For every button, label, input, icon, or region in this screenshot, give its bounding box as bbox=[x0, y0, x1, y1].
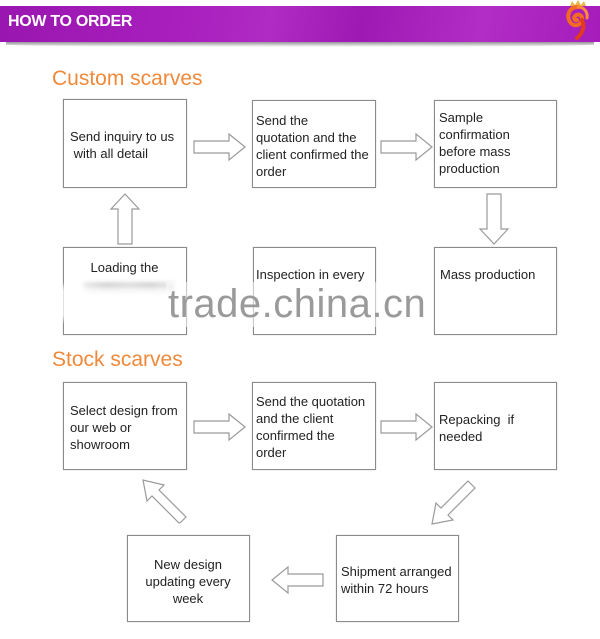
arrow-right-icon bbox=[380, 412, 434, 442]
stock-step-1: Select design from our web or showroom bbox=[63, 382, 187, 470]
step-text: Send the quotation and the client confir… bbox=[256, 394, 366, 460]
watermark: trade.china.cn bbox=[166, 282, 429, 327]
header-shadow bbox=[6, 42, 594, 47]
arrow-right-icon bbox=[380, 132, 434, 162]
section-title-stock: Stock scarves bbox=[52, 348, 183, 371]
step-text: Mass production bbox=[440, 267, 536, 282]
stock-step-2: Send the quotation and the client confir… bbox=[252, 382, 376, 470]
arrow-right-icon bbox=[193, 132, 247, 162]
step-text: Repacking if needed bbox=[439, 412, 515, 444]
arrow-right-icon bbox=[193, 412, 247, 442]
brand-logo-icon bbox=[561, 0, 595, 40]
step-text: Inspection in every bbox=[256, 267, 365, 282]
arrow-left-icon bbox=[270, 565, 324, 595]
step-text: Loading the bbox=[90, 260, 159, 275]
step-text: Send inquiry to us with all detail bbox=[70, 129, 175, 161]
custom-step-1: Send inquiry to us with all detail bbox=[63, 99, 187, 188]
custom-step-4: Mass production bbox=[434, 247, 557, 335]
section-title-custom: Custom scarves bbox=[52, 67, 203, 90]
custom-step-3: Sample confirmation before mass producti… bbox=[434, 100, 557, 188]
arrow-up-left-icon bbox=[141, 479, 189, 525]
step-text: New design updating every week bbox=[145, 557, 231, 606]
step-text: Send the quotation and the client confir… bbox=[256, 113, 369, 179]
stock-step-3: Repacking if needed bbox=[434, 382, 557, 470]
watermark-blur bbox=[60, 286, 170, 320]
page-title: HOW TO ORDER bbox=[8, 13, 133, 30]
arrow-up-icon bbox=[109, 193, 141, 245]
custom-step-2: Send the quotation and the client confir… bbox=[252, 100, 376, 188]
step-text: Sample confirmation before mass producti… bbox=[439, 110, 511, 176]
header-banner bbox=[0, 6, 600, 42]
step-text: Shipment arranged within 72 hours bbox=[341, 564, 452, 596]
stock-step-4: Shipment arranged within 72 hours bbox=[336, 535, 459, 622]
arrow-down-icon bbox=[478, 193, 510, 245]
step-text: Select design from our web or showroom bbox=[70, 403, 178, 452]
stock-step-5: New design updating every week bbox=[127, 535, 250, 622]
arrow-down-left-icon bbox=[428, 480, 476, 526]
